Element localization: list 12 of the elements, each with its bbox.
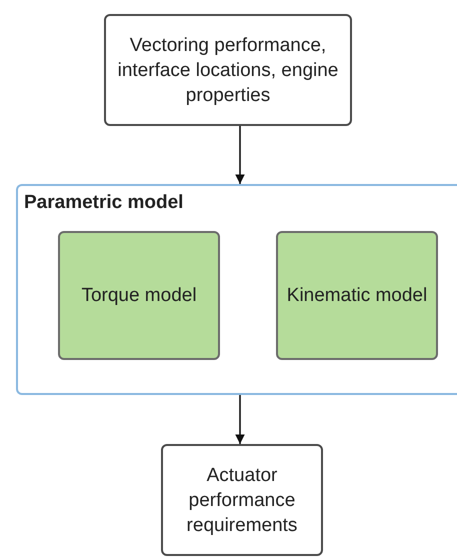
node-label: Actuator performance requirements	[186, 464, 298, 538]
node-label: Kinematic model	[286, 284, 428, 308]
group-title: Parametric model	[24, 191, 184, 215]
node-label: Torque model	[81, 284, 197, 308]
group-container	[16, 184, 457, 395]
model-box	[276, 231, 438, 360]
node-label: Vectoring performance, interface locations, engine properties	[116, 34, 340, 108]
process-box	[161, 444, 323, 556]
model-box	[58, 231, 220, 360]
arrow	[235, 126, 245, 184]
arrow	[235, 395, 245, 444]
process-box	[104, 14, 352, 126]
